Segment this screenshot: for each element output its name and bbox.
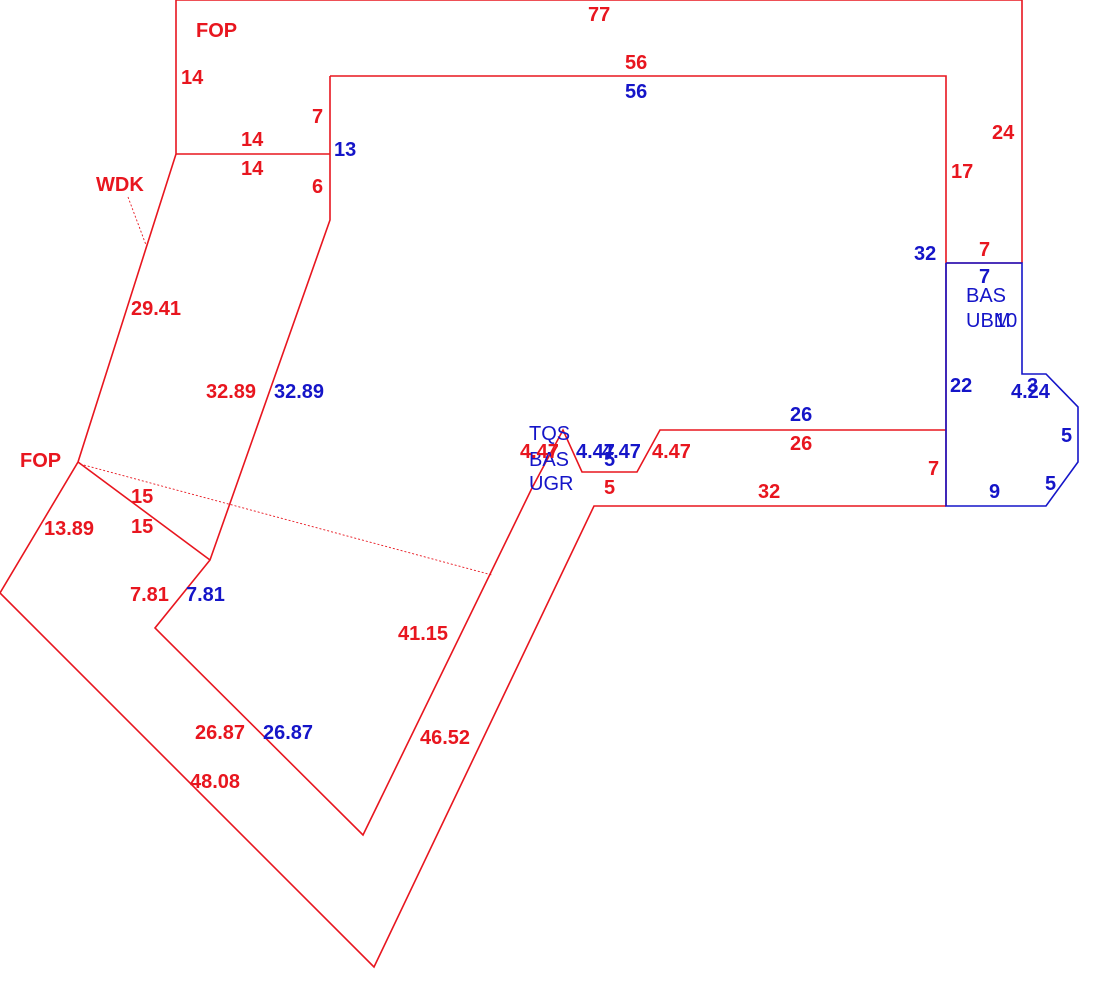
dim-29-41: 29.41 (131, 298, 181, 320)
dim-7-lower: 7 (928, 458, 939, 480)
ugr-label: UGR (529, 473, 573, 495)
ubm-outline (945, 262, 1079, 507)
fop-left-label: FOP (20, 450, 61, 472)
bas-mid-label: BAS (529, 449, 569, 471)
bas-right-label: BAS (966, 285, 1006, 307)
dim-77: 77 (588, 4, 610, 26)
ubm-overlap-label: 10 (995, 310, 1017, 332)
dim-13: 13 (334, 139, 356, 161)
dim-14-top: 14 (241, 129, 264, 151)
dim-6: 6 (312, 176, 323, 198)
ubm-label: UBM (966, 310, 1010, 332)
dim-4-47-blue-b: 4.47 (602, 441, 641, 463)
dim-3: 3 (1027, 375, 1038, 397)
dim-13-89: 13.89 (44, 518, 94, 540)
dim-5-right: 5 (1061, 425, 1072, 447)
dim-32-red: 32 (758, 481, 780, 503)
dim-7-81-red: 7.81 (130, 584, 169, 606)
wdk-label: WDK (96, 174, 144, 196)
dim-14-outer: 14 (181, 67, 204, 89)
dim-32-blue: 32 (914, 243, 936, 265)
dim-7-right: 7 (979, 239, 990, 261)
dim-32-89-red: 32.89 (206, 381, 256, 403)
dim-32-89-blue: 32.89 (274, 381, 324, 403)
dim-24: 24 (992, 122, 1015, 144)
dim-5-lower-right: 5 (1045, 473, 1056, 495)
dim-7-top: 7 (312, 106, 323, 128)
dim-4-47-red-left: 4.47 (520, 441, 559, 463)
dim-7-81-blue: 7.81 (186, 584, 225, 606)
dim-5-blue-mid: 5 (604, 449, 615, 471)
dim-26-blue: 26 (790, 404, 812, 426)
dim-26-red: 26 (790, 433, 812, 455)
dim-4-47-blue-a: 4.47 (576, 441, 615, 463)
dim-56-blue: 56 (625, 81, 647, 103)
dim-9: 9 (989, 481, 1000, 503)
dim-5-red: 5 (604, 477, 615, 499)
fop-top-label: FOP (196, 20, 237, 42)
dim-17: 17 (951, 161, 973, 183)
fop-leader (79, 463, 493, 576)
outer-perimeter (0, 0, 1023, 969)
dim-41-15: 41.15 (398, 623, 448, 645)
dim-22: 22 (950, 375, 972, 397)
dim-4-24: 4.24 (1011, 381, 1051, 403)
tqs-label: TQS (529, 423, 570, 445)
dim-15-bottom: 15 (131, 516, 153, 538)
dim-46-52: 46.52 (420, 727, 470, 749)
dim-7-blue: 7 (979, 266, 990, 288)
fop-divider (77, 461, 211, 561)
dim-26-87-red: 26.87 (195, 722, 245, 744)
dim-48-08: 48.08 (190, 771, 240, 793)
dim-4-47-red-right: 4.47 (652, 441, 691, 463)
dim-56-red: 56 (625, 52, 647, 74)
dim-26-87-blue: 26.87 (263, 722, 313, 744)
dim-15-top: 15 (131, 486, 153, 508)
wdk-leader (127, 196, 147, 246)
dim-14-bottom: 14 (241, 158, 264, 180)
